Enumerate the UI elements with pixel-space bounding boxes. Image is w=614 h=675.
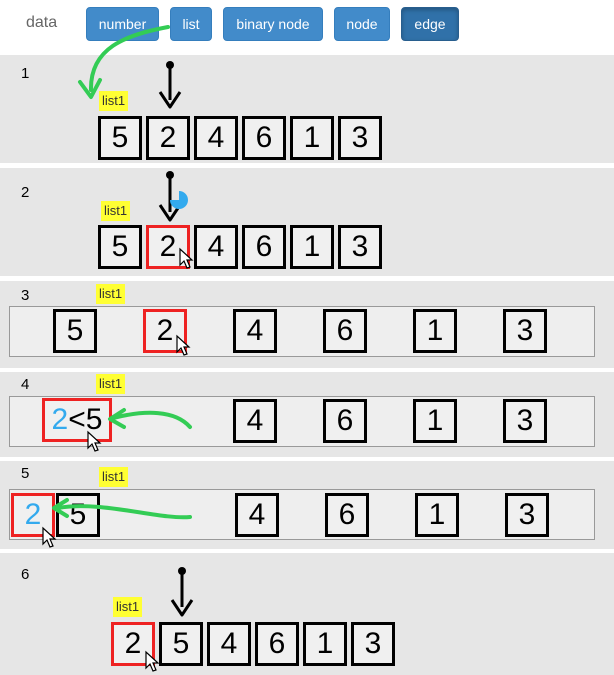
step-number: 2 <box>21 184 30 201</box>
list-cell: 6 <box>242 116 286 160</box>
list-cell: 4 <box>233 399 277 443</box>
number-button[interactable]: number <box>86 7 159 41</box>
list-tag: list1 <box>99 91 129 111</box>
list-cell: 5 <box>98 116 142 160</box>
list-cell: 5 <box>53 309 97 353</box>
selected-list-cell[interactable]: 2 <box>11 493 55 537</box>
step-number: 5 <box>21 465 30 482</box>
list-tag: list1 <box>113 597 143 617</box>
step-panel-3: 3 list1 5 2 4 6 1 3 <box>0 281 614 368</box>
selected-list-cell[interactable]: 2 <box>111 622 155 666</box>
list-cell: 4 <box>194 116 238 160</box>
list-cell: 4 <box>233 309 277 353</box>
compare-cell[interactable]: 2<5 <box>42 398 112 442</box>
list-cell: 6 <box>323 399 367 443</box>
node-button[interactable]: node <box>334 7 390 41</box>
step-panel-6: 6 list1 2 5 4 6 1 3 <box>0 553 614 675</box>
list-cell: 1 <box>290 225 334 269</box>
list-track <box>9 306 595 357</box>
step-number: 3 <box>21 287 30 304</box>
binary-node-button[interactable]: binary node <box>223 7 323 41</box>
edge-button[interactable]: edge <box>401 7 459 41</box>
list-tag: list1 <box>96 374 126 394</box>
list-cell: 3 <box>505 493 549 537</box>
list-cell: 5 <box>98 225 142 269</box>
selected-list-cell[interactable]: 2 <box>143 309 187 353</box>
toolbar: data number list binary node node edge <box>0 0 614 50</box>
step-number: 6 <box>21 566 30 583</box>
list-tag: list1 <box>101 201 131 221</box>
list-cell: 1 <box>303 622 347 666</box>
list-cell: 6 <box>242 225 286 269</box>
list-cell: 1 <box>290 116 334 160</box>
list-cell: 3 <box>503 399 547 443</box>
list-cell: 4 <box>235 493 279 537</box>
list-cell: 5 <box>159 622 203 666</box>
list-cell: 3 <box>338 225 382 269</box>
list-cell: 1 <box>413 399 457 443</box>
list-button[interactable]: list <box>170 7 212 41</box>
step-panel-2: 2 list1 5 2 4 6 1 3 <box>0 168 614 276</box>
list-cell: 3 <box>503 309 547 353</box>
list-cell: 2 <box>146 116 190 160</box>
step-number: 1 <box>21 65 30 82</box>
list-cell: 6 <box>323 309 367 353</box>
data-label: data <box>26 14 58 31</box>
compare-value: 2 <box>51 403 69 436</box>
list-cell: 1 <box>413 309 457 353</box>
list-tag: list1 <box>96 284 126 304</box>
step-panel-1: 1 list1 5 2 4 6 1 3 <box>0 55 614 163</box>
step-panel-4: 4 list1 2<5 4 6 1 3 <box>0 372 614 457</box>
step-number: 4 <box>21 376 30 393</box>
list-cell: 6 <box>255 622 299 666</box>
step-panel-5: 5 list1 2 5 4 6 1 3 <box>0 461 614 549</box>
list-cell: 3 <box>351 622 395 666</box>
list-cell: 4 <box>194 225 238 269</box>
list-cell: 3 <box>338 116 382 160</box>
compare-operator: <5 <box>68 403 103 436</box>
list-tag: list1 <box>99 467 129 487</box>
list-cell: 4 <box>207 622 251 666</box>
list-cell: 6 <box>325 493 369 537</box>
selected-list-cell[interactable]: 2 <box>146 225 190 269</box>
list-cell: 1 <box>415 493 459 537</box>
list-cell: 5 <box>56 493 100 537</box>
